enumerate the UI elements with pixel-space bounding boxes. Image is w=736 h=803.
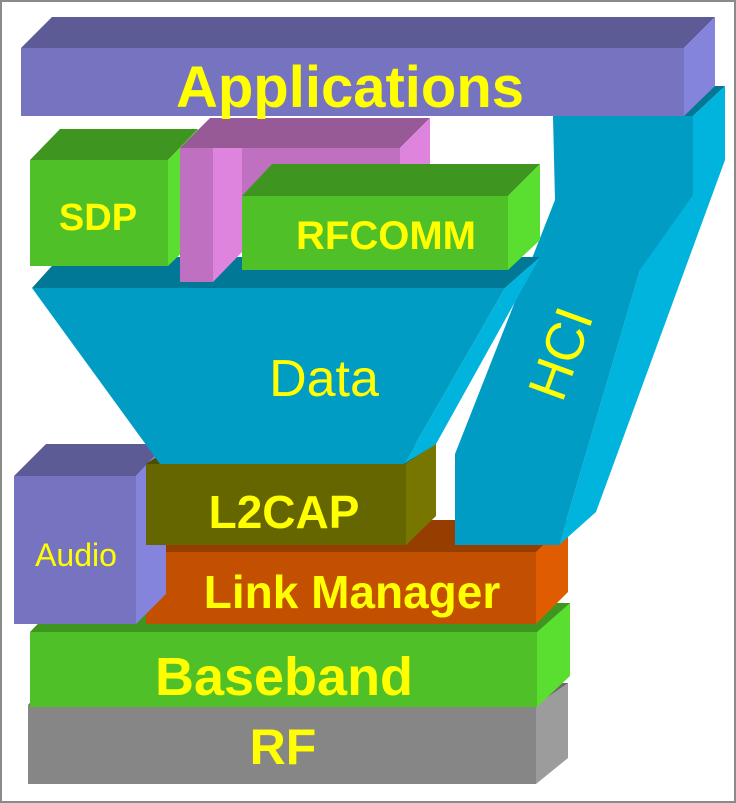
rfcomm-label: RFCOMM xyxy=(296,214,476,258)
layer-data: Data xyxy=(32,257,540,464)
sdp-top-face xyxy=(30,129,198,160)
ip-stem-front xyxy=(180,148,213,282)
applications-top-face xyxy=(21,17,715,48)
hci-front-face xyxy=(455,116,693,545)
l2cap-right-face xyxy=(406,444,436,545)
rf-right-face xyxy=(536,683,568,784)
sdp-front-face xyxy=(30,160,168,266)
ip-stem-side xyxy=(213,148,242,282)
l2cap-front-face xyxy=(146,464,406,545)
layer-applications: Applications xyxy=(21,17,715,120)
applications-right-face xyxy=(684,17,715,116)
data-right-face xyxy=(404,257,540,464)
applications-label: Applications xyxy=(176,55,524,120)
audio-top-face xyxy=(14,444,166,476)
layer-audio: Audio xyxy=(14,444,166,624)
baseband-front-face xyxy=(30,632,537,707)
ip-top-face xyxy=(180,118,430,148)
rf-front-face xyxy=(28,705,536,784)
applications-front-face xyxy=(21,48,684,116)
data-front-face xyxy=(32,288,505,464)
link-manager-label: Link Manager xyxy=(204,566,501,618)
rfcomm-front-face xyxy=(242,196,508,270)
layer-rfcomm: RFCOMM xyxy=(242,164,540,270)
link-manager-right-face xyxy=(536,520,568,624)
sdp-label: SDP xyxy=(59,197,137,239)
rfcomm-right-face xyxy=(508,164,540,270)
data-label: Data xyxy=(269,350,379,408)
l2cap-label: L2CAP xyxy=(209,486,360,538)
baseband-label: Baseband xyxy=(155,647,413,707)
audio-label: Audio xyxy=(35,537,117,573)
baseband-right-face xyxy=(537,603,570,707)
rf-label: RF xyxy=(250,719,317,775)
audio-front-face xyxy=(14,476,136,624)
link-manager-front-face xyxy=(146,552,536,624)
layer-sdp: SDP xyxy=(30,129,198,266)
rfcomm-top-face xyxy=(242,164,540,196)
